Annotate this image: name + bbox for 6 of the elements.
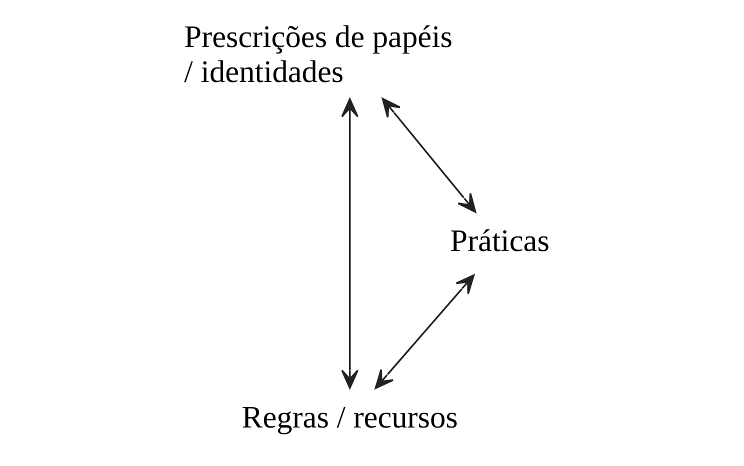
arrow [381,98,476,213]
node-text: Práticas [450,223,549,258]
arrow [340,98,358,389]
node-text: Prescrições de papéis / identidades [184,19,452,89]
arrow [374,274,474,389]
node-text: Regras / recursos [241,399,458,434]
